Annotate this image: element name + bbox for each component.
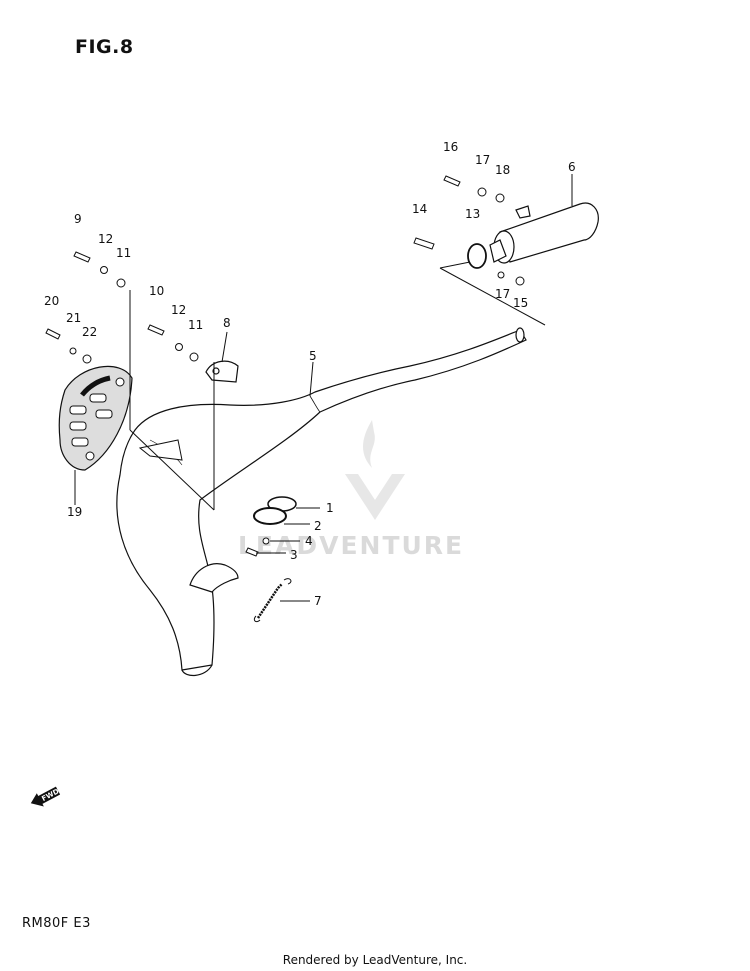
- watermark-text: LEADVENTURE: [238, 531, 464, 560]
- washer-12b: [175, 343, 183, 351]
- callout-18: 18: [495, 163, 510, 177]
- callout-7: 7: [314, 594, 322, 608]
- watermark-flame-icon: [363, 420, 375, 468]
- callout-4: 4: [305, 534, 313, 548]
- callout-10: 10: [149, 284, 164, 298]
- nut-11b: [189, 352, 199, 362]
- callout-16: 16: [443, 140, 458, 154]
- callout-11b: 11: [188, 318, 203, 332]
- washer-12: [100, 266, 108, 274]
- heat-shield: [58, 365, 133, 471]
- nut-15: [515, 276, 525, 286]
- washer-21: [69, 347, 77, 355]
- fwd-label: FWD: [40, 787, 60, 803]
- callout-1: 1: [326, 501, 334, 515]
- figure-title: FIG.8: [75, 36, 134, 58]
- bolt-20: [45, 328, 61, 340]
- bolt-9: [73, 251, 91, 263]
- nut-22: [82, 354, 92, 364]
- callout-3: 3: [290, 548, 298, 562]
- callouts: 1 2 4 3 7 5 6 8 9 10 11 11 12 12 13 14 1…: [44, 140, 576, 608]
- nut-18: [495, 193, 505, 203]
- bolt-16: [443, 175, 461, 187]
- callout-17a: 17: [475, 153, 490, 167]
- watermark-v-icon: [345, 474, 405, 520]
- callout-15: 15: [513, 296, 528, 310]
- washer-17: [477, 187, 487, 197]
- bracket-8: [205, 360, 239, 383]
- gasket-2: [253, 507, 287, 525]
- callout-13: 13: [465, 207, 480, 221]
- spring-7: [253, 578, 292, 623]
- callout-11a: 11: [116, 246, 131, 260]
- exhaust-pipe: [116, 327, 527, 676]
- bolt-10: [147, 324, 165, 336]
- callout-8: 8: [223, 316, 231, 330]
- callout-12a: 12: [98, 232, 113, 246]
- callout-12b: 12: [171, 303, 186, 317]
- callout-5: 5: [309, 349, 317, 363]
- callout-22: 22: [82, 325, 97, 339]
- washer-17b: [497, 271, 505, 279]
- spring-clamp-13: [467, 243, 487, 269]
- callout-2: 2: [314, 519, 322, 533]
- callout-9: 9: [74, 212, 82, 226]
- fwd-arrow-icon: FWD: [30, 786, 61, 807]
- bolt-14: [413, 237, 435, 250]
- bolt-3: [245, 547, 259, 557]
- footer-credit: Rendered by LeadVenture, Inc.: [282, 953, 468, 967]
- callout-14: 14: [412, 202, 427, 216]
- callout-21: 21: [66, 311, 81, 325]
- watermark: LEADVENTURE: [238, 420, 464, 560]
- model-code: RM80F E3: [22, 916, 91, 931]
- washer-4: [262, 537, 270, 545]
- silencer: [489, 202, 599, 264]
- callout-20: 20: [44, 294, 59, 308]
- leader-lines: [74, 174, 573, 602]
- callout-6: 6: [568, 160, 576, 174]
- callout-19: 19: [67, 505, 82, 519]
- callout-17b: 17: [495, 287, 510, 301]
- nut-11: [116, 278, 126, 288]
